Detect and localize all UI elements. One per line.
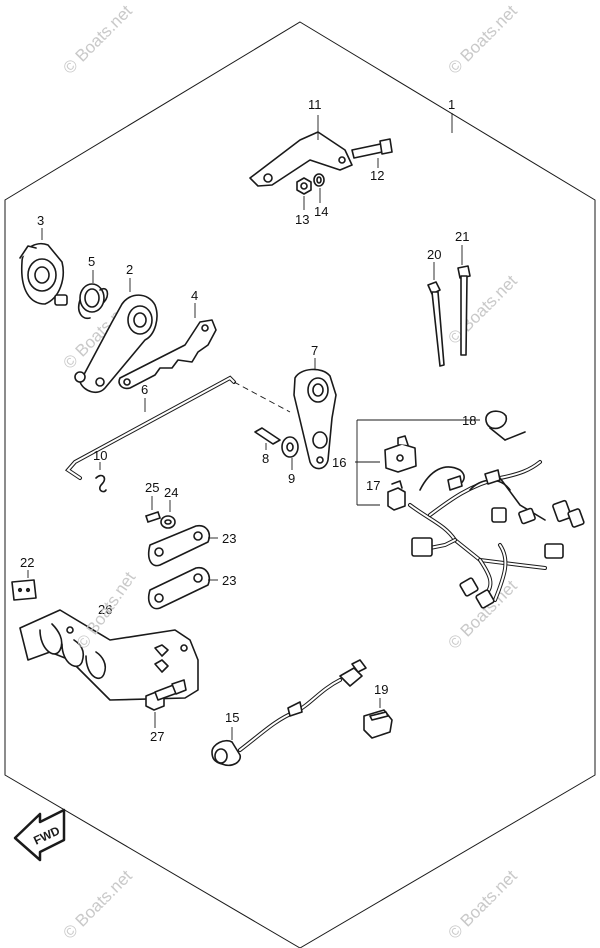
part-22-pad [11, 570, 37, 601]
callout-15: 15 [225, 710, 239, 725]
part-27-bolt [145, 679, 187, 728]
part-15-sensor [211, 659, 367, 767]
callout-23-upper: 23 [222, 531, 236, 546]
part-2-lever [74, 278, 158, 394]
callout-22: 22 [20, 555, 34, 570]
callout-13: 13 [295, 212, 309, 227]
part-25-clip [144, 496, 162, 524]
part-6-rod [64, 375, 291, 480]
callout-17: 17 [366, 478, 380, 493]
callout-12: 12 [370, 168, 384, 183]
part-26-plate [19, 609, 199, 701]
part-7-arm [293, 358, 337, 470]
fwd-arrow-icon: FWD [13, 808, 66, 862]
callout-1: 1 [448, 97, 455, 112]
watermark: © Boats.net [444, 1, 521, 78]
watermark: © Boats.net [444, 576, 521, 653]
callout-26: 26 [98, 602, 112, 617]
callout-4: 4 [191, 288, 198, 303]
part-18-grommet [357, 410, 508, 441]
watermark: © Boats.net [444, 271, 521, 348]
part-23-bracket-upper [147, 524, 218, 567]
part-19-grommet [363, 698, 393, 739]
part-21-cable-tie [457, 245, 471, 356]
callout-5: 5 [88, 254, 95, 269]
watermark: © Boats.net [59, 866, 136, 943]
part-4-link-plate [118, 303, 217, 390]
watermark: © Boats.net [59, 1, 136, 78]
part-17-connector [387, 480, 406, 511]
callout-6: 6 [141, 382, 148, 397]
callout-9: 9 [288, 471, 295, 486]
callout-18: 18 [462, 413, 476, 428]
callout-23-lower: 23 [222, 573, 236, 588]
callout-3: 3 [37, 213, 44, 228]
callout-16: 16 [332, 455, 346, 470]
part-11-bracket [249, 115, 353, 187]
part-12-bolt [351, 138, 393, 168]
callout-11: 11 [308, 97, 322, 112]
part-3-cam [19, 228, 68, 306]
callout-14: 14 [314, 204, 328, 219]
callout-7: 7 [311, 343, 318, 358]
part-8-pin [254, 427, 281, 450]
callout-19: 19 [374, 682, 388, 697]
part-9-washer [281, 436, 299, 470]
watermark: © Boats.net [444, 866, 521, 943]
callout-25: 25 [145, 480, 159, 495]
callouts: 1 11 12 13 14 3 5 2 4 7 6 20 21 18 16 17… [20, 97, 476, 744]
callout-24: 24 [164, 485, 178, 500]
callout-20: 20 [427, 247, 441, 262]
part-16-relay [355, 420, 417, 506]
part-14-washer [313, 173, 325, 203]
part-23-bracket-lower [147, 566, 218, 610]
callout-8: 8 [262, 451, 269, 466]
part-20-cable-tie [427, 262, 445, 367]
wiring-harness [408, 431, 585, 609]
callout-10: 10 [93, 448, 107, 463]
callout-2: 2 [126, 262, 133, 277]
callout-21: 21 [455, 229, 469, 244]
callout-27: 27 [150, 729, 164, 744]
assembly-boundary [4, 21, 596, 948]
part-24-washer [160, 500, 176, 529]
part-10-clip [95, 462, 107, 493]
part-13-nut [296, 177, 312, 210]
part-5-spring [77, 270, 109, 320]
